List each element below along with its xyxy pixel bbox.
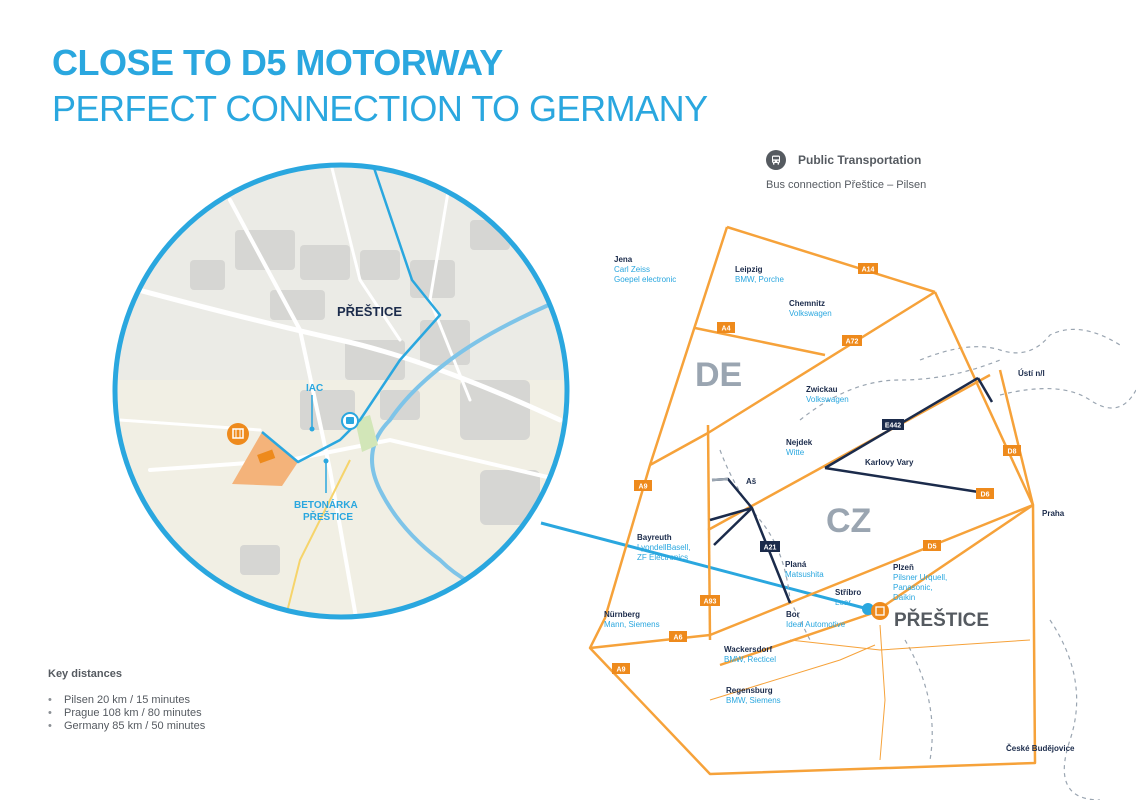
road-label-a4: A4 <box>722 326 731 333</box>
factory-icon <box>227 423 249 445</box>
company-jena-1: Carl Zeiss <box>614 265 650 274</box>
city-plzen: Plzeň <box>893 563 914 572</box>
road-label-d8: D8 <box>1008 449 1017 456</box>
road-label-d6: D6 <box>981 492 990 499</box>
inset-betonarka-label-2: PŘEŠTICE <box>303 510 353 523</box>
road-label-a72: A72 <box>846 339 859 346</box>
city-usti: Ústí n/l <box>1018 369 1045 378</box>
factory-icon <box>871 602 889 620</box>
key-distances-list: Pilsen 20 km / 15 minutes Prague 108 km … <box>48 694 205 733</box>
public-transport-label: Public Transportation <box>798 153 922 167</box>
company-zwickau: Volkswagen <box>806 395 849 404</box>
inset-iac-label: IAC <box>306 383 323 394</box>
company-stribro: Lear <box>835 598 851 607</box>
list-item: Prague 108 km / 80 minutes <box>48 707 205 720</box>
city-plana: Planá <box>785 560 807 569</box>
city-leipzig: Leipzig <box>735 265 763 274</box>
company-plzen-3: Daikin <box>893 593 915 602</box>
company-regensburg: BMW, Siemens <box>726 696 781 705</box>
company-jena-2: Goepel electronic <box>614 275 676 284</box>
country-label-de: DE <box>695 356 742 394</box>
road-label-a6: A6 <box>674 635 683 642</box>
inset-frame <box>112 162 570 620</box>
city-regensburg: Regensburg <box>726 686 773 695</box>
bus-icon <box>766 150 786 170</box>
road-shields: A14 A4 A72 A9 A9 A93 A6 D8 D6 D5 E442 A2… <box>612 263 1021 674</box>
key-distances: Key distances Pilsen 20 km / 15 minutes … <box>48 668 205 733</box>
road-label-d5: D5 <box>928 544 937 551</box>
city-bayreuth: Bayreuth <box>637 533 672 542</box>
inset-town-label: PŘEŠTICE <box>337 304 402 319</box>
inset-map <box>115 165 567 617</box>
company-plzen-2: Panasonic, <box>893 583 933 592</box>
company-plzen-1: Pilsner Urquell, <box>893 573 947 582</box>
road-label-a9-north: A9 <box>639 484 648 491</box>
inset-betonarka-label-1: BETONÁRKA <box>294 498 358 511</box>
city-nurnberg: Nürnberg <box>604 610 640 619</box>
city-wackersdorf: Wackersdorf <box>724 645 773 654</box>
city-praha: Praha <box>1042 509 1065 518</box>
list-item: Germany 85 km / 50 minutes <box>48 720 205 733</box>
city-jena: Jena <box>614 255 633 264</box>
list-item: Pilsen 20 km / 15 minutes <box>48 694 205 707</box>
road-label-a9-south: A9 <box>617 667 626 674</box>
city-nejdek: Nejdek <box>786 438 813 447</box>
company-bayreuth-1: LyondellBasell, <box>637 543 691 552</box>
prestice-dot <box>862 603 874 615</box>
company-nurnberg: Mann, Siemens <box>604 620 660 629</box>
city-stribro: Stříbro <box>835 588 861 597</box>
bus-icon <box>341 412 359 430</box>
prestice-map-label: PŘEŠTICE <box>894 609 989 631</box>
company-bayreuth-2: ZF Electronics <box>637 553 688 562</box>
public-transport-subtitle: Bus connection Přeštice – Pilsen <box>766 179 927 191</box>
city-chemnitz: Chemnitz <box>789 299 825 308</box>
road-label-a93: A93 <box>704 599 717 606</box>
company-plana: Matsushita <box>785 570 824 579</box>
city-as: Aš <box>746 477 757 486</box>
city-bor: Bor <box>786 610 800 619</box>
company-chemnitz: Volkswagen <box>789 309 832 318</box>
company-wackersdorf: BMW, Recticel <box>724 655 776 664</box>
company-leipzig: BMW, Porche <box>735 275 784 284</box>
road-label-a14: A14 <box>862 267 875 274</box>
company-bor: Ideal Automotive <box>786 620 846 629</box>
country-label-cz: CZ <box>826 502 871 540</box>
page-title: CLOSE TO D5 MOTORWAY <box>52 42 503 83</box>
key-distances-title: Key distances <box>48 668 122 680</box>
page-subtitle: PERFECT CONNECTION TO GERMANY <box>52 88 708 129</box>
city-zwickau: Zwickau <box>806 385 838 394</box>
city-ceske-budejovice: České Budějovice <box>1006 744 1075 753</box>
city-labels: Jena Carl Zeiss Goepel electronic Leipzi… <box>604 255 1075 753</box>
road-label-a21: A21 <box>764 545 777 552</box>
city-karlovy-vary: Karlovy Vary <box>865 458 914 467</box>
road-label-e442: E442 <box>885 423 901 430</box>
company-nejdek: Witte <box>786 448 805 457</box>
